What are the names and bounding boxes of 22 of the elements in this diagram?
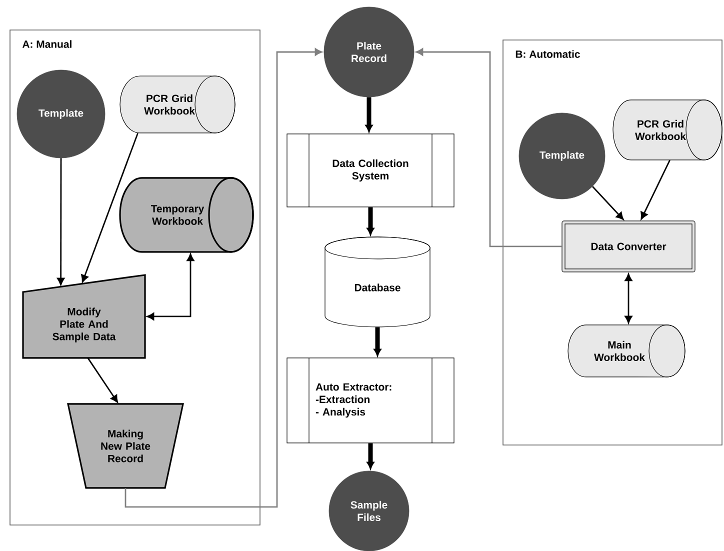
arrow xyxy=(640,160,670,220)
arrow xyxy=(416,48,562,248)
arrow xyxy=(124,48,322,508)
arrow xyxy=(624,274,632,324)
workbook-cylinder: PCR Grid Workbook xyxy=(120,76,236,134)
workbook-cylinder: Main Workbook xyxy=(568,324,686,378)
process-box: Data Collection System xyxy=(286,134,454,208)
arrow xyxy=(366,443,374,469)
database-cylinder: Database xyxy=(324,236,430,328)
arrow xyxy=(146,254,194,320)
arrow xyxy=(365,97,373,132)
arrow xyxy=(366,207,374,235)
converter-box: Data Converter xyxy=(562,220,696,272)
process-box: Auto Extractor: -Extraction - Analysis xyxy=(286,358,454,444)
arrow xyxy=(592,186,624,220)
trapezoid-operation: Making New Plate Record xyxy=(67,403,184,489)
workbook-cylinder: Temporary Workbook xyxy=(119,177,254,253)
arrow xyxy=(374,327,382,356)
arrow xyxy=(57,158,65,286)
arrow xyxy=(87,358,118,403)
arrow xyxy=(81,132,138,282)
workbook-cylinder: PCR Grid Workbook xyxy=(612,100,722,160)
